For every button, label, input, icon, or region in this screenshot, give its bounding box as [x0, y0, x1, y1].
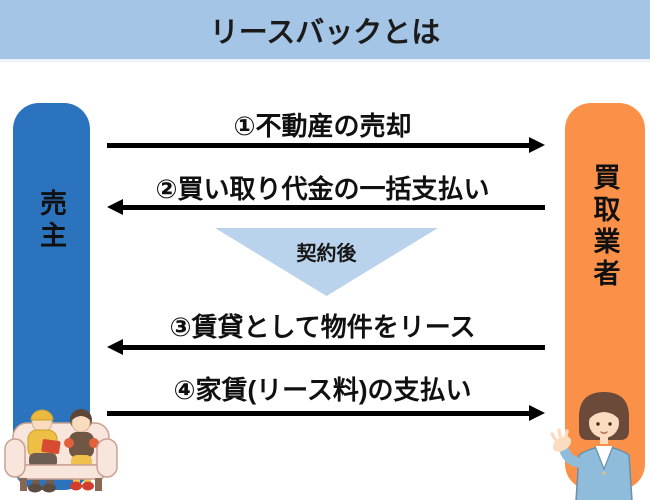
arrow-line [121, 345, 545, 350]
step-2-label: ②買い取り代金の一括支払い [155, 174, 490, 204]
businesswoman-icon [550, 392, 633, 500]
step-2-arrow-left [107, 199, 545, 215]
step-3-arrow-left [107, 339, 545, 355]
step-4-label: ④家賃(リース料)の支払い [173, 375, 472, 405]
title-banner: リースバックとは [0, 0, 650, 62]
seller-label: 売主 [36, 189, 66, 253]
after-contract-divider: 契約後 [215, 228, 438, 296]
step-1-label: ①不動産の売却 [233, 111, 412, 141]
step-1-arrow-right [107, 137, 545, 153]
step-3-label: ③賃貸として物件をリース [169, 312, 476, 342]
page-title: リースバックとは [209, 16, 441, 49]
elderly-couple-sofa-illustration [3, 393, 119, 500]
step-4-arrow-right [107, 405, 545, 421]
buyer-label: 買取業者 [589, 163, 620, 291]
arrow-line [107, 143, 531, 148]
after-contract-label: 契約後 [296, 243, 357, 265]
elderly-couple-sofa-icon [4, 409, 118, 493]
businesswoman-illustration [542, 383, 650, 500]
arrow-line [107, 411, 531, 416]
arrow-line [121, 205, 545, 210]
